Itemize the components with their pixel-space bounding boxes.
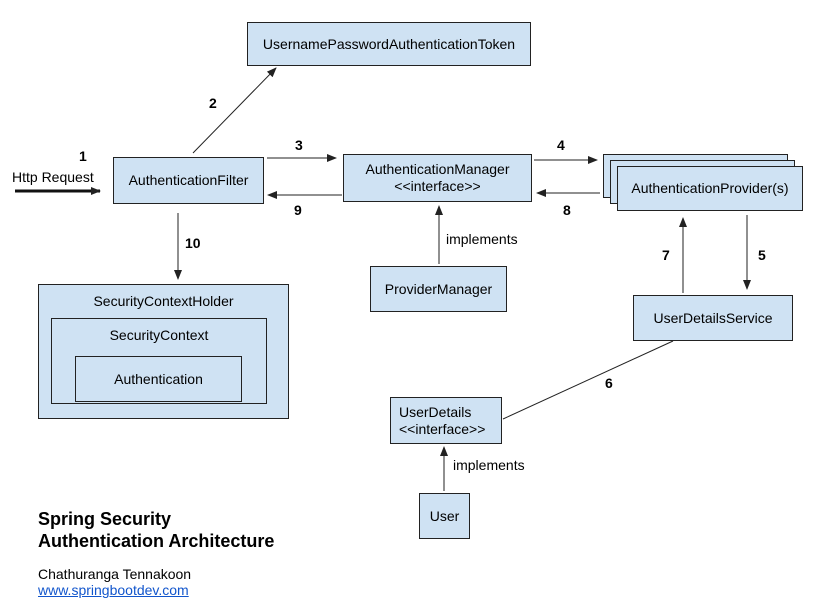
user-details-service-box: UserDetailsService	[633, 295, 793, 341]
authentication-filter-label: AuthenticationFilter	[128, 172, 249, 188]
authentication-box: Authentication	[75, 356, 242, 402]
step-10: 10	[185, 235, 201, 251]
arrow-step-2	[192, 67, 277, 154]
security-context-holder-label: SecurityContextHolder	[93, 293, 234, 309]
step-7: 7	[662, 247, 670, 263]
authentication-provider-box: AuthenticationProvider(s)	[617, 166, 803, 211]
author-name: Chathuranga Tennakoon	[38, 566, 192, 582]
user-label: User	[429, 507, 460, 524]
step-1: 1	[79, 148, 87, 164]
http-request-label: Http Request	[12, 169, 94, 185]
user-details-stereotype: <<interface>>	[399, 420, 486, 437]
diagram-title-line-1: Spring Security	[38, 509, 172, 529]
step-5: 5	[758, 247, 766, 263]
website-link[interactable]: www.springbootdev.com	[38, 582, 189, 598]
diagram-title-line-2: Authentication Architecture	[38, 531, 275, 551]
authentication-filter-box: AuthenticationFilter	[113, 157, 264, 204]
authentication-manager-box: AuthenticationManager <<interface>>	[343, 154, 532, 202]
user-details-box: UserDetails <<interface>>	[390, 397, 502, 444]
line-step-6	[502, 340, 674, 420]
token-box: UsernamePasswordAuthenticationToken	[247, 22, 531, 66]
step-3: 3	[295, 137, 303, 153]
authentication-manager-label: AuthenticationManager	[365, 161, 510, 177]
provider-manager-box: ProviderManager	[370, 266, 507, 312]
token-label: UsernamePasswordAuthenticationToken	[262, 35, 516, 52]
step-6: 6	[605, 375, 613, 391]
authentication-label: Authentication	[114, 370, 203, 387]
user-details-label: UserDetails	[399, 403, 472, 420]
step-8: 8	[563, 202, 571, 218]
provider-manager-label: ProviderManager	[384, 280, 493, 297]
step-4: 4	[557, 137, 565, 153]
step-2: 2	[209, 95, 217, 111]
step-9: 9	[294, 202, 302, 218]
implements-user-label: implements	[453, 457, 525, 473]
security-context-label: SecurityContext	[109, 327, 209, 343]
authentication-manager-stereotype: <<interface>>	[394, 178, 481, 194]
user-details-service-label: UserDetailsService	[653, 309, 773, 326]
authentication-provider-label: AuthenticationProvider(s)	[631, 180, 789, 196]
user-box: User	[419, 493, 470, 539]
implements-manager-label: implements	[446, 231, 518, 247]
